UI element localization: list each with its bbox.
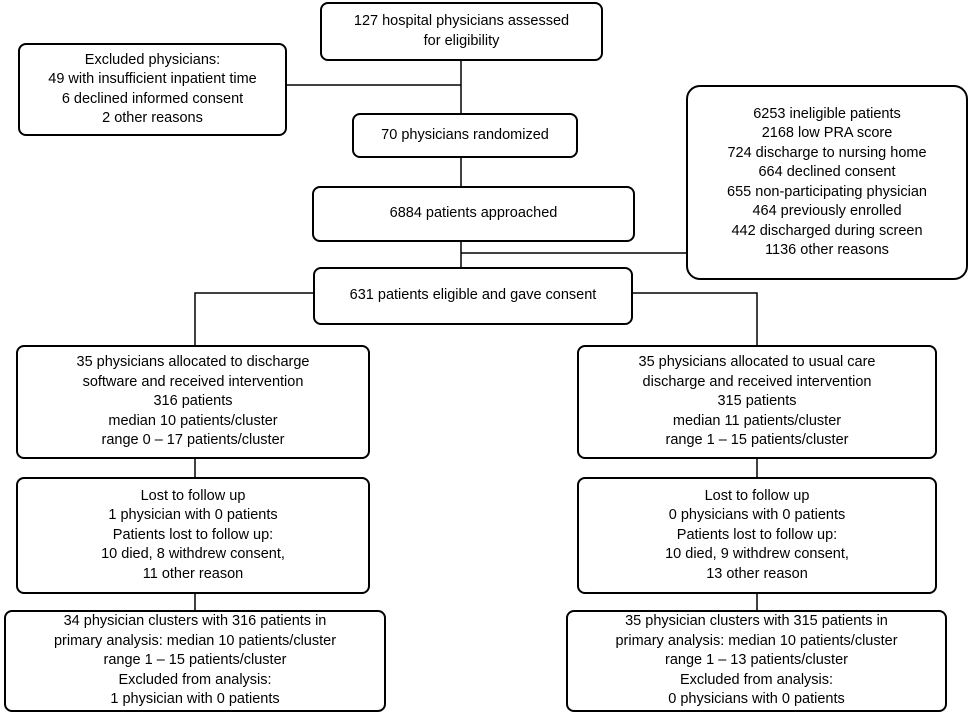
box-text: 10 died, 8 withdrew consent,	[101, 546, 285, 563]
box-text: 1 physician with 0 patients	[108, 507, 278, 524]
eligible-box: 631 patients eligible and gave consent	[313, 267, 633, 325]
approached-box: 6884 patients approached	[312, 186, 635, 242]
control-analysis-box: 35 physician clusters with 315 patients …	[566, 610, 947, 712]
box-text: Excluded from analysis:	[679, 671, 834, 688]
box-text: 1 physician with 0 patients	[110, 691, 280, 708]
box-text: Patients lost to follow up:	[676, 526, 838, 543]
box-text: 10 died, 9 withdrew consent,	[665, 546, 849, 563]
box-text: 655 non-participating physician	[727, 183, 927, 200]
box-text: 6253 ineligible patients	[753, 105, 901, 122]
box-text: 2 other reasons	[102, 110, 203, 126]
box-text: 127 hospital physicians assessed	[353, 13, 570, 29]
box-text: primary analysis: median 10 patients/clu…	[53, 632, 337, 649]
box-text: 631 patients eligible and gave consent	[349, 287, 597, 304]
connector-to-intervention-alloc	[194, 292, 313, 345]
excluded-physicians-box: Excluded physicians: 49 with insufficien…	[18, 43, 287, 136]
connector-to-control-alloc	[633, 292, 758, 345]
box-text: 35 physician clusters with 315 patients …	[625, 613, 888, 630]
box-text: 6884 patients approached	[389, 205, 558, 222]
box-text: primary analysis: median 10 patients/clu…	[615, 632, 898, 649]
box-text: 35 physicians allocated to usual care	[638, 354, 876, 371]
box-text: 464 previously enrolled	[752, 203, 902, 219]
box-text: Lost to follow up	[140, 487, 246, 504]
box-text: 0 physicians with 0 patients	[668, 507, 846, 524]
box-text: Excluded from analysis:	[118, 671, 272, 688]
box-text: 316 patients	[153, 393, 233, 410]
box-text: 2168 low PRA score	[761, 125, 893, 141]
box-text: median 10 patients/cluster	[108, 412, 278, 429]
box-text: 11 other reason	[142, 565, 244, 582]
box-text: 70 physicians randomized	[381, 126, 549, 143]
control-lost-box: Lost to follow up 0 physicians with 0 pa…	[577, 477, 937, 594]
assessed-box: 127 hospital physicians assessed for eli…	[320, 2, 603, 61]
box-text: range 1 – 13 patients/cluster	[665, 652, 848, 669]
box-text: 664 declined consent	[758, 164, 896, 180]
box-text: 0 physicians with 0 patients	[668, 691, 845, 708]
box-text: 49 with insufficient inpatient time	[48, 71, 257, 87]
box-text: 724 discharge to nursing home	[727, 144, 927, 161]
box-text: range 1 – 15 patients/cluster	[103, 652, 287, 669]
box-text: for eligibility	[423, 32, 500, 49]
intervention-analysis-box: 34 physician clusters with 316 patients …	[4, 610, 386, 712]
ineligible-patients-box: 6253 ineligible patients 2168 low PRA sc…	[686, 85, 968, 280]
intervention-lost-box: Lost to follow up 1 physician with 0 pat…	[16, 477, 370, 594]
intervention-allocation-box: 35 physicians allocated to discharge sof…	[16, 345, 370, 459]
control-allocation-box: 35 physicians allocated to usual care di…	[577, 345, 937, 459]
box-text: Excluded physicians:	[84, 51, 221, 68]
box-text: 315 patients	[717, 393, 797, 410]
box-text: 6 declined informed consent	[61, 90, 244, 107]
box-text: 1136 other reasons	[765, 242, 889, 258]
randomized-box: 70 physicians randomized	[352, 113, 578, 158]
box-text: range 0 – 17 patients/cluster	[101, 432, 285, 449]
box-text: median 11 patients/cluster	[672, 412, 842, 429]
box-text: 34 physician clusters with 316 patients …	[63, 613, 327, 630]
box-text: range 1 – 15 patients/cluster	[665, 432, 849, 449]
box-text: discharge and received intervention	[642, 373, 872, 390]
box-text: software and received intervention	[82, 373, 304, 390]
box-text: Lost to follow up	[704, 487, 810, 504]
box-text: 35 physicians allocated to discharge	[76, 354, 310, 371]
box-text: Patients lost to follow up:	[112, 526, 274, 543]
box-text: 13 other reason	[706, 565, 808, 582]
box-text: 442 discharged during screen	[731, 222, 923, 239]
